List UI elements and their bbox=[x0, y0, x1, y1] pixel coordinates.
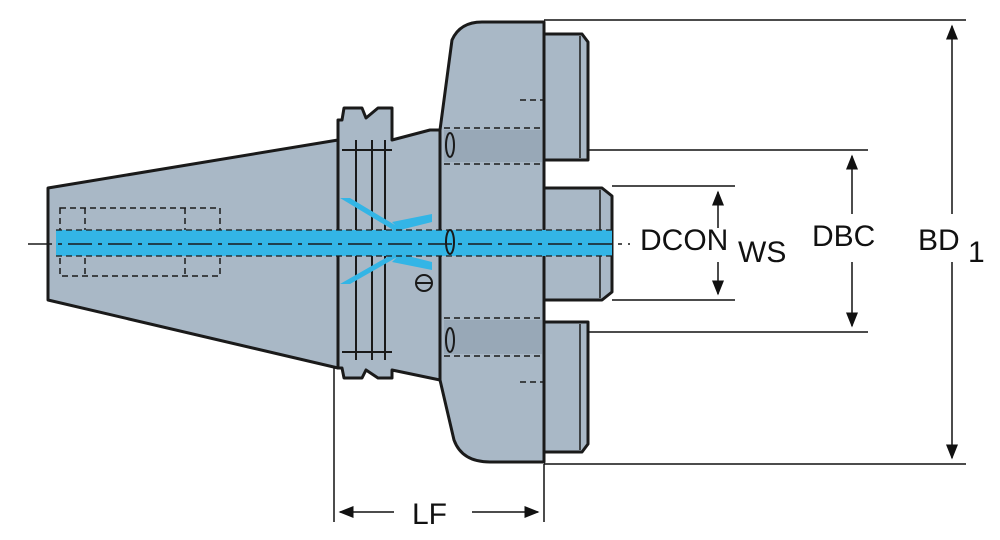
label-dcon: DCON bbox=[640, 224, 728, 257]
dim-bd1 bbox=[544, 19, 966, 465]
dim-dcon-ws bbox=[612, 185, 735, 301]
head-hidden-shade bbox=[444, 130, 542, 354]
set-screw bbox=[415, 274, 433, 292]
hole-mark-lower bbox=[445, 327, 455, 353]
label-bd: BD bbox=[918, 224, 960, 257]
driving-key-top bbox=[542, 32, 590, 162]
dim-lf bbox=[333, 368, 545, 522]
driving-key-bottom bbox=[542, 320, 590, 454]
label-bd-subscript: 1 bbox=[968, 236, 985, 269]
coolant-hidden-lines bbox=[56, 229, 612, 257]
label-dcon-subscript: WS bbox=[738, 236, 786, 269]
coolant-channel bbox=[56, 230, 612, 256]
label-dbc: DBC bbox=[812, 220, 875, 253]
hole-mark-upper bbox=[445, 132, 455, 158]
dim-dbc bbox=[588, 149, 868, 333]
hole-mark bbox=[445, 229, 455, 255]
label-lf: LF bbox=[412, 498, 447, 531]
